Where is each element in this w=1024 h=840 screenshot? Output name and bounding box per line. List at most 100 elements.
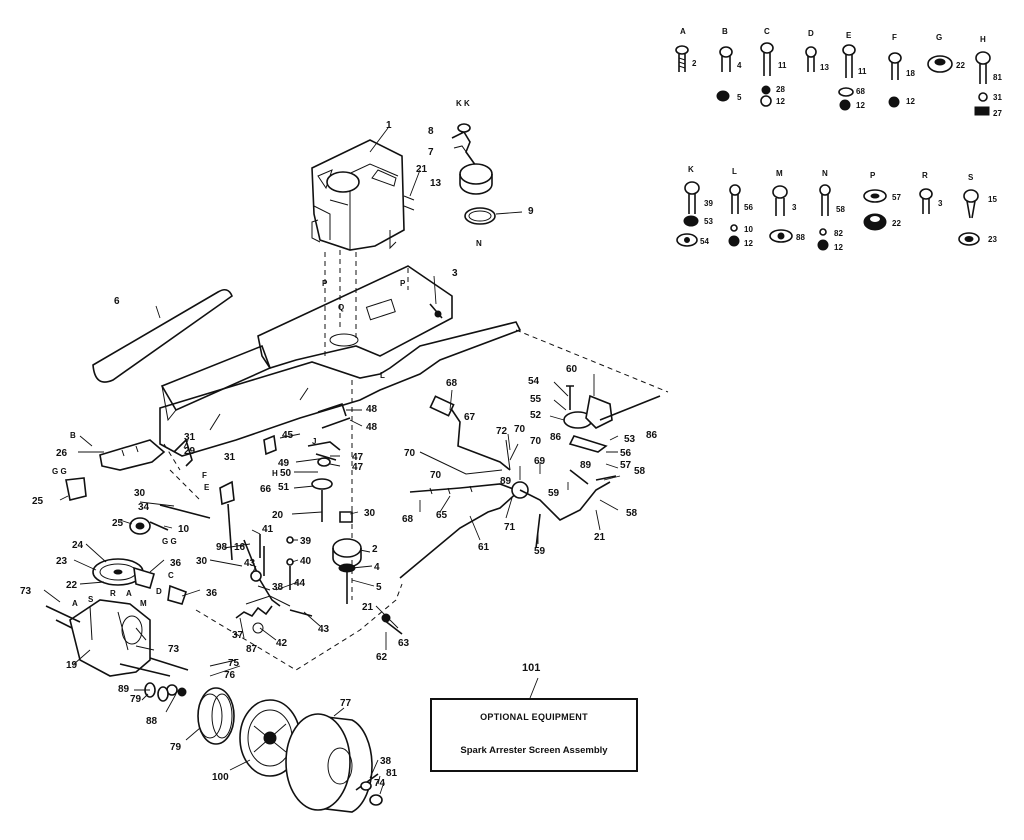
legend-num: 27 [993,109,1002,118]
alignment-letter: L [380,371,385,380]
legend-num: 12 [834,243,843,252]
callout: 36 [170,558,182,569]
callout: 24 [72,540,84,551]
clutch-rod-assembly [381,481,611,635]
callout: 58 [634,466,646,477]
legend-num: 23 [988,235,997,244]
callout: 38 [380,756,392,767]
legend-letter: A [680,27,686,36]
legend-num: 82 [834,229,843,238]
optional-equipment-number: 101 [522,662,541,674]
legend-m-bolt-icon [769,185,793,243]
callout: 77 [340,698,352,709]
alignment-letter: Q [338,303,344,312]
air-cleaner-assembly [451,123,496,225]
callout: 70 [404,448,416,459]
callout: 60 [566,364,578,375]
callout: 59 [534,546,546,557]
hardware-legend [675,42,991,251]
callout: 19 [66,660,78,671]
alignment-letter: N [476,239,482,248]
callout: 73 [20,586,32,597]
callout: 7 [428,147,434,158]
optional-equipment-item: Spark Arrester Screen Assembly [460,745,608,756]
callout: 21 [594,532,606,543]
callout: 10 [178,524,190,535]
alignment-letter: C [168,571,174,580]
legend-num: 12 [776,97,785,106]
callout: 6 [114,296,120,307]
callout: 98 [216,542,228,553]
legend-num: 12 [744,239,753,248]
callout: 58 [626,508,638,519]
callout: 30 [134,488,146,499]
callout: 20 [272,510,284,521]
legend-num: 15 [988,195,997,204]
callout: 8 [428,126,434,137]
legend-num: 4 [737,61,742,70]
callout: 25 [112,518,124,529]
callout: 38 [272,582,284,593]
callout: 81 [386,768,398,779]
callout: 9 [528,206,534,217]
callout: 89 [580,460,592,471]
legend-num: 39 [704,199,713,208]
legend-s-bolt-icon [958,189,980,246]
legend-num: 58 [836,205,845,214]
misc-hardware [65,303,443,605]
callout: 39 [300,536,312,547]
alignment-letter: S [88,595,94,604]
legend-p-washer-icon [863,189,887,231]
drive-belt [92,288,233,383]
optional-equipment-title: OPTIONAL EQUIPMENT [480,712,588,722]
alignment-letter: F [202,471,207,480]
callout: 45 [282,430,294,441]
callout: 48 [366,422,378,433]
legend-num: 54 [700,237,709,246]
legend-letter: R [922,171,928,180]
callout: 68 [402,514,414,525]
callout: 42 [276,638,288,649]
legend-d-bolt-icon [805,46,817,72]
callout: 75 [228,658,240,669]
callout: 13 [430,178,442,189]
callout: 70 [430,470,442,481]
callout: 21 [416,164,428,175]
legend-c-bolt-icon [760,42,774,107]
alignment-letter: A [126,589,132,598]
legend-b-bolt-icon [716,46,733,102]
callout: 59 [548,488,560,499]
alignment-letter: G G [52,467,67,476]
callout: 79 [130,694,142,705]
callout: 79 [170,742,182,753]
legend-e-bolt-icon [838,44,856,111]
legend-num: 56 [744,203,753,212]
callout: 57 [620,460,632,471]
callout: 66 [260,484,272,495]
legend-num: 53 [704,217,713,226]
alignment-letter: P [400,279,406,288]
legend-num: 11 [778,61,787,70]
callout: 88 [146,716,158,727]
alignment-letter: K K [456,99,470,108]
callout: 31 [184,432,196,443]
callout: 40 [300,556,312,567]
callout: 63 [398,638,410,649]
callout-labels: A 2 B 4 5 C 11 28 12 D 13 E 11 68 12 F 1… [20,27,1002,789]
legend-l-bolt-icon [728,184,741,247]
callout: 61 [478,542,490,553]
legend-letter: M [776,169,783,178]
legend-num: 11 [858,67,867,76]
callout: 30 [196,556,208,567]
legend-letter: K [688,165,694,174]
legend-num: 2 [692,59,697,68]
callout: 72 [496,426,508,437]
callout: 86 [550,432,562,443]
callout: 49 [278,458,290,469]
legend-num: 81 [993,73,1002,82]
callout: 65 [436,510,448,521]
callout: 41 [262,524,274,535]
callout: 2 [372,544,378,555]
callout: 47 [352,452,364,463]
